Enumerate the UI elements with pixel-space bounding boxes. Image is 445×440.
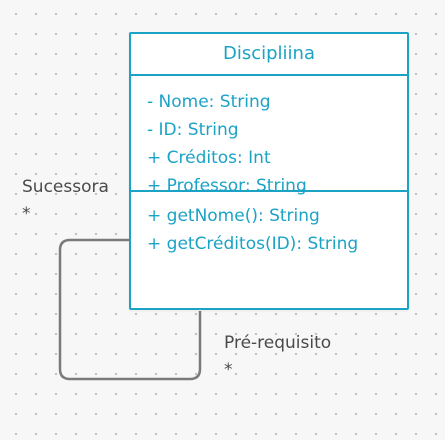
association-line[interactable]: [58, 238, 202, 381]
attributes-compartment: - Nome: String - ID: String + Créditos: …: [131, 76, 407, 196]
attribute-nome: - Nome: String: [147, 92, 271, 112]
operations-compartment: + getNome(): String + getCréditos(ID): S…: [131, 192, 407, 258]
attribute-id: - ID: String: [147, 120, 239, 140]
operation-get-nome: + getNome(): String: [147, 206, 320, 226]
role-label-sucessora: Sucessora: [22, 177, 109, 197]
attribute-creditos: + Créditos: Int: [147, 148, 271, 168]
multiplicity-pre-requisito: *: [224, 360, 233, 380]
uml-class-box[interactable]: Discipliina - Nome: String - ID: String …: [129, 32, 409, 310]
role-label-pre-requisito: Pré-requisito: [224, 333, 332, 353]
class-name: Discipliina: [131, 34, 407, 76]
multiplicity-sucessora: *: [22, 204, 31, 224]
attribute-professor: + Professor: String: [147, 176, 307, 196]
operation-get-creditos: + getCréditos(ID): String: [147, 234, 359, 254]
